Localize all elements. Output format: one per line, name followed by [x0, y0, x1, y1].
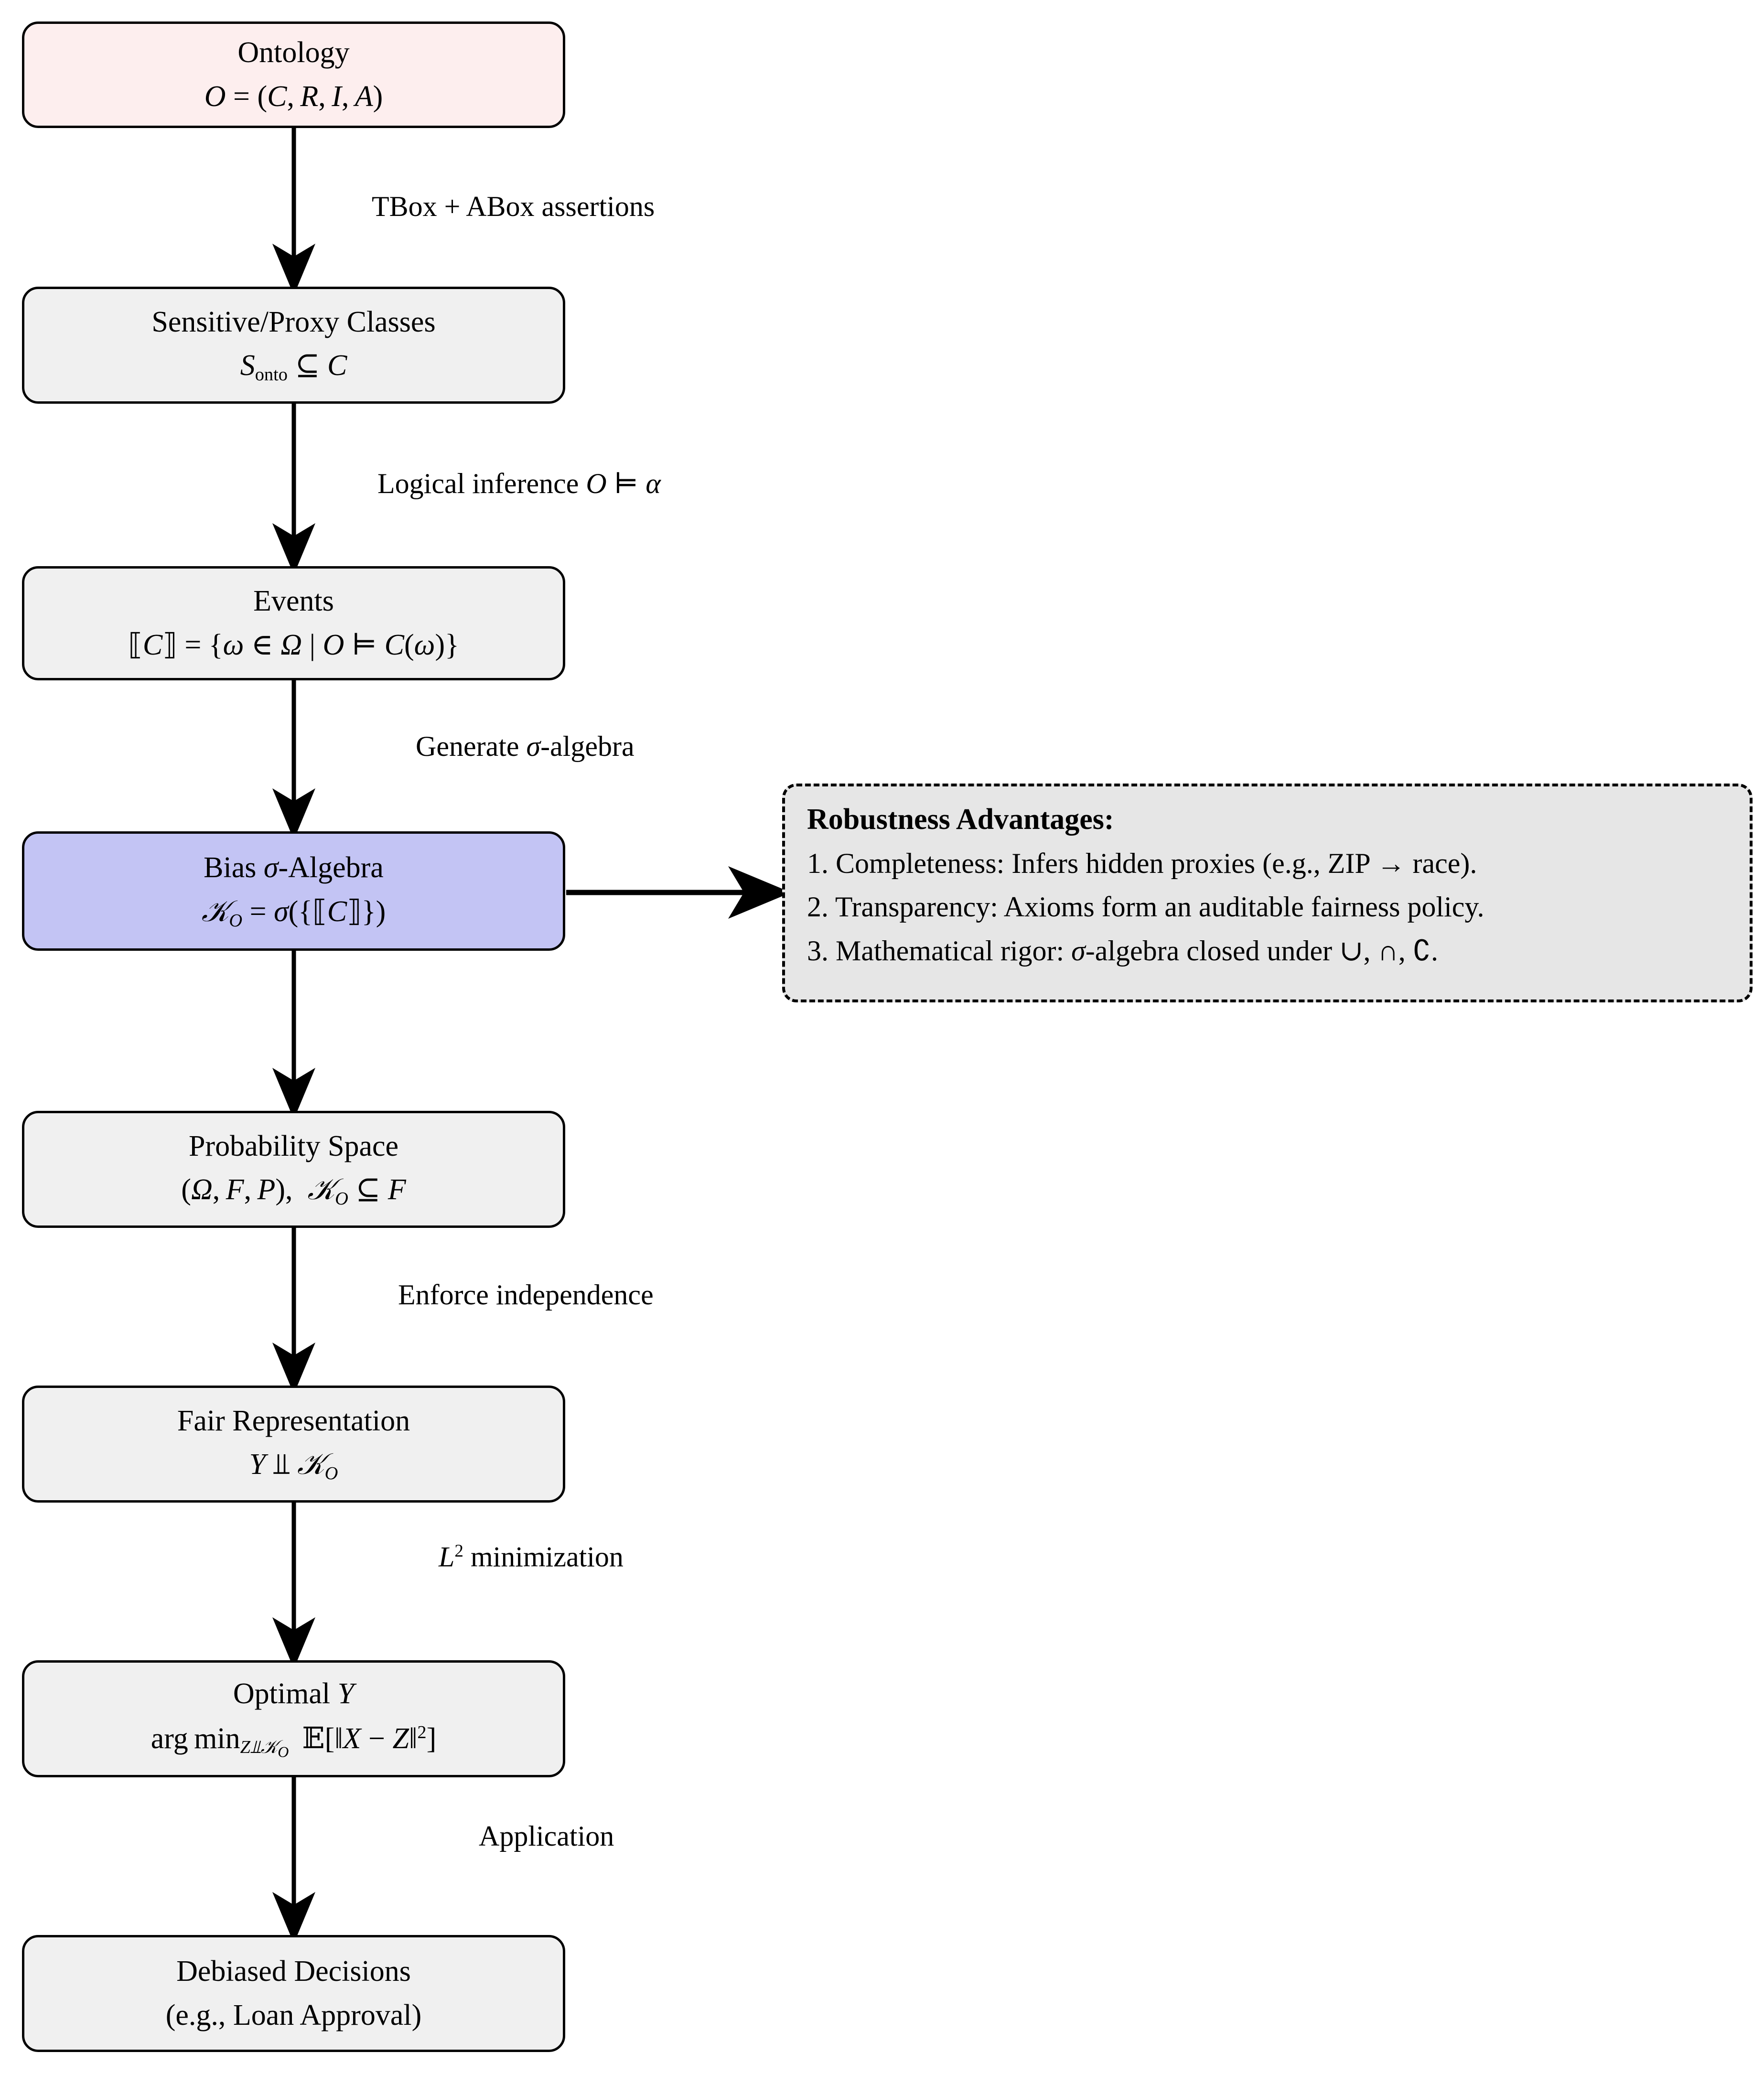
- robustness-item-3: 3. Mathematical rigor: σ-algebra closed …: [807, 935, 1438, 967]
- robustness-item-3-suffix: -algebra closed under ∪, ∩, ∁.: [1085, 935, 1438, 967]
- edge-label-enforce-independence: Enforce independence: [398, 1279, 654, 1311]
- node-optimal-formula: arg minZ⫫𝒦O 𝔼[‖X − Z‖2]: [151, 1720, 437, 1761]
- edge-label-generate-sigma-text: Generate: [416, 731, 527, 762]
- edge-label-l2-minimization: L2 minimization: [439, 1541, 624, 1573]
- node-fair-formula: Y ⫫ 𝒦O: [249, 1448, 338, 1484]
- robustness-advantages-panel[interactable]: Robustness Advantages: 1. Completeness: …: [782, 784, 1753, 1002]
- edge-label-logical-inference: Logical inference O ⊨ α: [377, 468, 661, 499]
- node-sensitive-proxy-classes[interactable]: Sensitive/Proxy Classes Sonto ⊆ C: [22, 287, 565, 404]
- edge-label-generate-sigma: Generate σ-algebra: [416, 731, 635, 762]
- node-fair-title: Fair Representation: [177, 1404, 410, 1437]
- node-sensitive-formula: Sonto ⊆ C: [240, 349, 347, 385]
- robustness-panel-title: Robustness Advantages:: [807, 803, 1114, 836]
- node-bias-formula: 𝒦O = σ({⟦C⟧}): [201, 895, 386, 931]
- node-ontology-title: Ontology: [237, 36, 350, 69]
- node-bias-title: Bias σ-Algebra: [204, 851, 384, 884]
- node-optimal-title: Optimal Y: [233, 1677, 355, 1710]
- node-events[interactable]: Events ⟦C⟧ = {ω ∈ Ω | O ⊨ C(ω)}: [22, 566, 565, 680]
- node-ontology-formula: O = (C, R, I, A): [204, 80, 383, 113]
- node-debiased-title: Debiased Decisions: [176, 1955, 411, 1988]
- node-bias-sigma-algebra[interactable]: Bias σ-Algebra 𝒦O = σ({⟦C⟧}): [22, 831, 565, 951]
- node-probability-formula: (Ω, F, P), 𝒦O ⊆ F: [181, 1173, 406, 1209]
- edge-label-logical-inference-text: Logical inference: [377, 468, 586, 499]
- node-debiased-decisions[interactable]: Debiased Decisions (e.g., Loan Approval): [22, 1935, 565, 2052]
- node-events-formula: ⟦C⟧ = {ω ∈ Ω | O ⊨ C(ω)}: [128, 628, 459, 661]
- node-optimal-y[interactable]: Optimal Y arg minZ⫫𝒦O 𝔼[‖X − Z‖2]: [22, 1660, 565, 1777]
- node-sensitive-title: Sensitive/Proxy Classes: [151, 305, 436, 338]
- edge-label-application: Application: [479, 1820, 614, 1852]
- node-probability-title: Probability Space: [188, 1129, 399, 1162]
- node-ontology[interactable]: Ontology O = (C, R, I, A): [22, 21, 565, 128]
- node-fair-representation[interactable]: Fair Representation Y ⫫ 𝒦O: [22, 1386, 565, 1503]
- edge-label-tbox-abox: TBox + ABox assertions: [372, 191, 655, 222]
- edge-label-l2-suffix: minimization: [463, 1541, 624, 1573]
- robustness-item-2: 2. Transparency: Axioms form an auditabl…: [807, 891, 1484, 923]
- node-events-title: Events: [253, 584, 334, 617]
- robustness-item-3-prefix: 3. Mathematical rigor:: [807, 935, 1072, 967]
- node-debiased-subtitle: (e.g., Loan Approval): [165, 1999, 422, 2031]
- node-probability-space[interactable]: Probability Space (Ω, F, P), 𝒦O ⊆ F: [22, 1111, 565, 1228]
- robustness-item-1: 1. Completeness: Infers hidden proxies (…: [807, 848, 1477, 879]
